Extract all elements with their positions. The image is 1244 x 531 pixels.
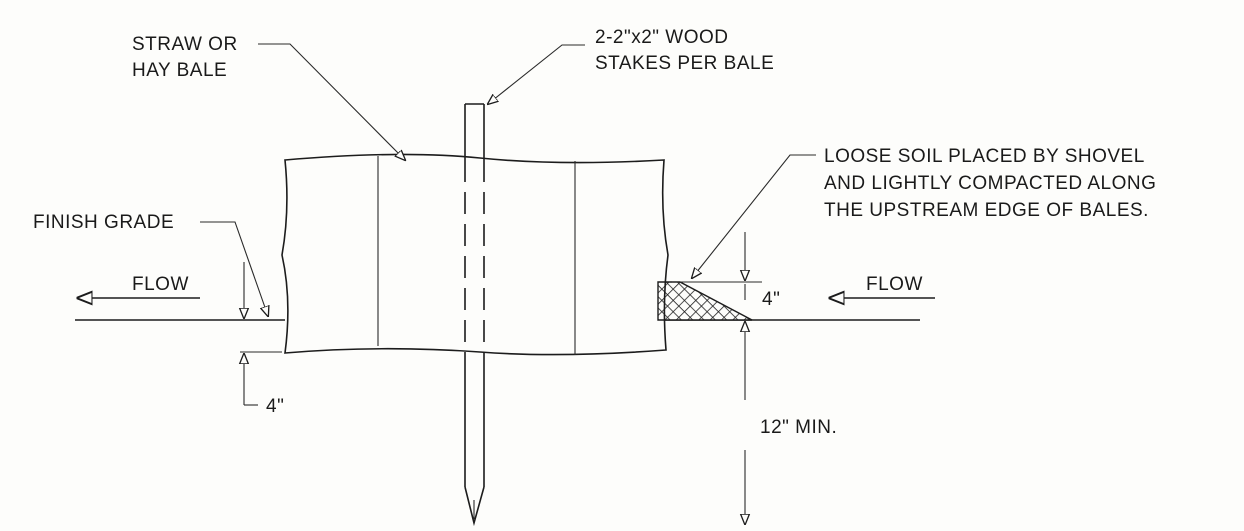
soil-label-line1: LOOSE SOIL PLACED BY SHOVEL [824, 146, 1145, 167]
soil-height-dimension [672, 232, 762, 300]
flow-label-left: FLOW [132, 274, 189, 295]
soil-leader-arrow [692, 154, 816, 278]
embed-depth-label: 4" [266, 396, 284, 417]
wood-stake [464, 103, 485, 527]
bale-leader-arrow [258, 43, 405, 160]
stake-depth-label: 12" MIN. [760, 417, 837, 438]
bale-label-line2: HAY BALE [132, 60, 227, 81]
bale-label-line1: STRAW OR [132, 34, 238, 55]
flow-label-right: FLOW [866, 274, 923, 295]
soil-label-line2: AND LIGHTLY COMPACTED ALONG [824, 173, 1156, 194]
straw-bale [281, 153, 669, 356]
finish-grade-leader-arrow [200, 221, 268, 316]
soil-height-label: 4" [762, 289, 780, 310]
stake-label-line1: 2-2"x2" WOOD [595, 27, 729, 48]
finish-grade-label: FINISH GRADE [33, 212, 174, 233]
soil-label-line3: THE UPSTREAM EDGE OF BALES. [824, 200, 1149, 221]
loose-soil-wedge [657, 281, 753, 321]
stake-label-line2: STAKES PER BALE [595, 53, 774, 74]
stake-leader-arrow [488, 44, 585, 104]
embed-depth-dimension [240, 262, 282, 406]
